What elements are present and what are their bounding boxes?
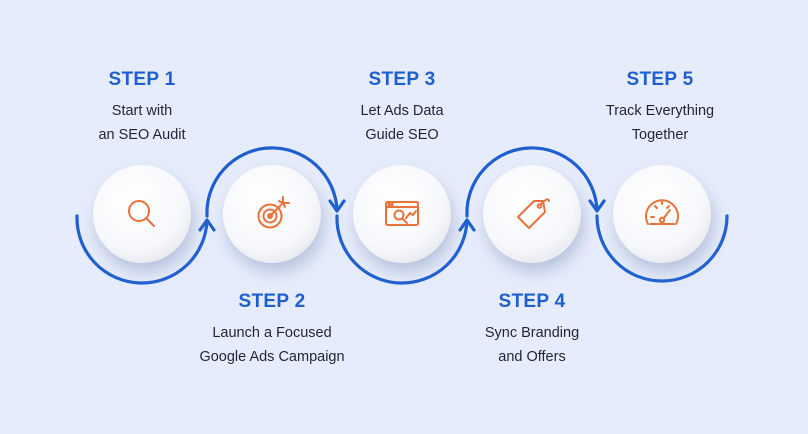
step-4-label-group: STEP 4 Sync Branding and Offers: [422, 291, 642, 369]
arrowhead-3: [458, 218, 476, 232]
arrowhead-4: [588, 199, 606, 213]
step-1-text-line-2: an SEO Audit: [98, 127, 186, 143]
step-4-title: STEP 4: [498, 291, 566, 312]
step-2-text-line-2: Google Ads Campaign: [199, 349, 345, 365]
arrowhead-2: [328, 199, 346, 213]
flow-arc-4: [465, 146, 599, 218]
step-3-text-line-1: Let Ads Data: [360, 103, 444, 119]
step-5-label-group: STEP 5 Track Everything Together: [550, 69, 770, 147]
step-2-label-group: STEP 2 Launch a Focused Google Ads Campa…: [162, 291, 382, 369]
step-3-text-line-2: Guide SEO: [365, 127, 439, 143]
flow-arc-2: [205, 146, 339, 218]
flow-arc-3: [335, 214, 469, 285]
step-1-label-group: STEP 1 Start with an SEO Audit: [32, 69, 252, 147]
analytics-screen-icon: [385, 201, 419, 226]
step-1-text-line-1: Start with: [111, 103, 173, 119]
step-4-text-line-1: Sync Branding: [484, 325, 580, 341]
step-5-title: STEP 5: [626, 69, 694, 90]
speedometer-icon: [645, 199, 679, 225]
flow-arc-5: [595, 214, 729, 283]
step-5-text-line-2: Together: [631, 127, 689, 143]
step-3-label-group: STEP 3 Let Ads Data Guide SEO: [292, 69, 512, 147]
tag-icon: [517, 198, 550, 229]
step-2-title: STEP 2: [238, 291, 306, 312]
flow-arc-1: [75, 214, 209, 285]
step-circle-3: [353, 165, 451, 263]
step-4-text-line-2: and Offers: [498, 349, 566, 365]
step-5-text-line-1: Track Everything: [605, 103, 715, 119]
step-3-title: STEP 3: [368, 69, 436, 90]
step-circle-5: [613, 165, 711, 263]
target-icon: [257, 196, 290, 229]
step-1-title: STEP 1: [108, 69, 176, 90]
step-circle-4: [483, 165, 581, 263]
search-icon: [128, 200, 155, 227]
arrowhead-1: [198, 218, 216, 232]
step-circle-1: [93, 165, 191, 263]
step-2-text-line-1: Launch a Focused: [212, 325, 332, 341]
